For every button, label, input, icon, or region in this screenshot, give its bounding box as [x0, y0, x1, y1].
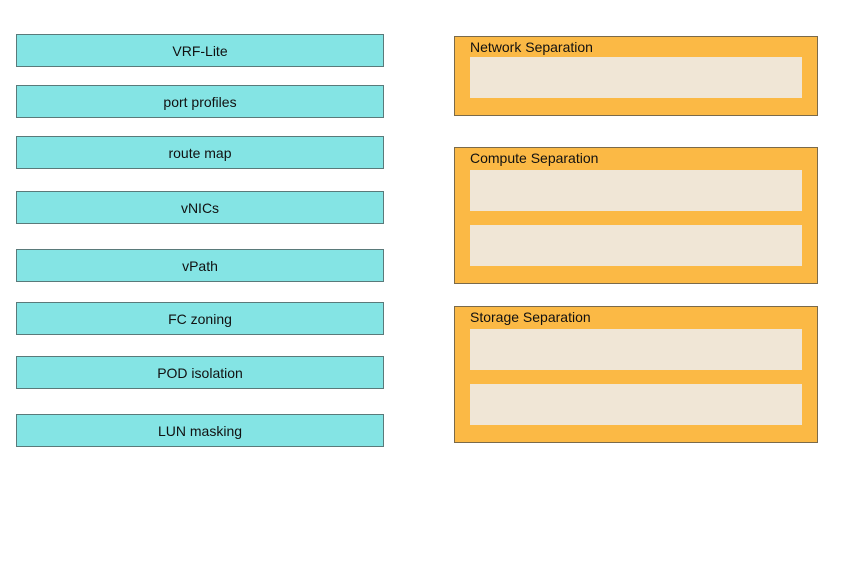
group-network-separation: Network Separation	[454, 36, 818, 116]
drag-item-vpath[interactable]: vPath	[16, 249, 384, 282]
group-compute-separation: Compute Separation	[454, 147, 818, 284]
drop-slot-network-1[interactable]	[470, 57, 802, 98]
drop-slot-compute-1[interactable]	[470, 170, 802, 211]
drop-slot-compute-2[interactable]	[470, 225, 802, 266]
drag-item-vnics[interactable]: vNICs	[16, 191, 384, 224]
drag-item-route-map[interactable]: route map	[16, 136, 384, 169]
group-title: Storage Separation	[470, 309, 591, 325]
drag-item-pod-isolation[interactable]: POD isolation	[16, 356, 384, 389]
drag-item-port-profiles[interactable]: port profiles	[16, 85, 384, 118]
group-title: Compute Separation	[470, 150, 599, 166]
drag-item-vrf-lite[interactable]: VRF-Lite	[16, 34, 384, 67]
drag-item-lun-masking[interactable]: LUN masking	[16, 414, 384, 447]
drop-slot-storage-2[interactable]	[470, 384, 802, 425]
group-storage-separation: Storage Separation	[454, 306, 818, 443]
drag-item-fc-zoning[interactable]: FC zoning	[16, 302, 384, 335]
group-title: Network Separation	[470, 39, 593, 55]
drop-slot-storage-1[interactable]	[470, 329, 802, 370]
